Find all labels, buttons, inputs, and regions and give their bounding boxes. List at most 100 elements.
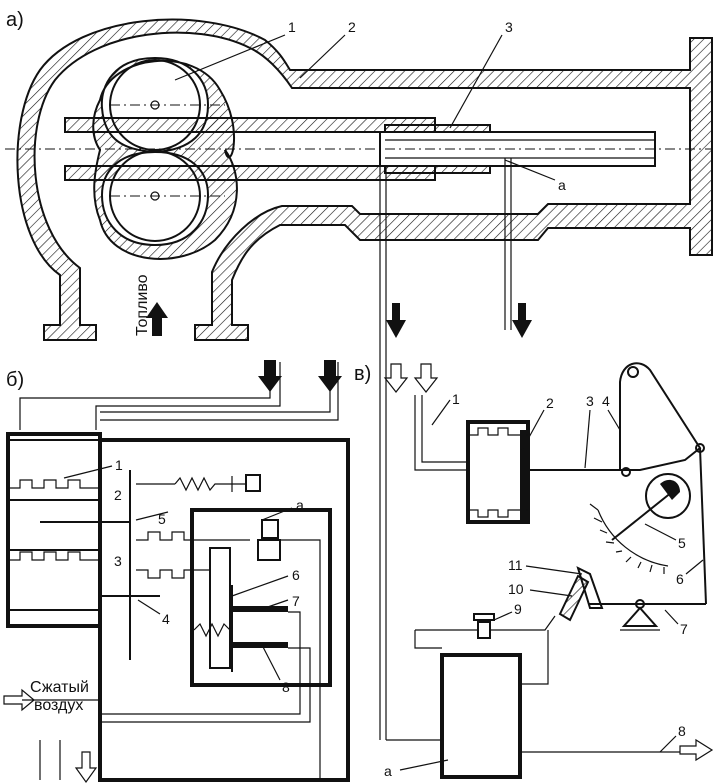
gov-out-line-3 — [100, 647, 311, 723]
linkage-throttle-9 — [477, 621, 491, 639]
linkage-callout-7: 7 — [680, 621, 688, 637]
unit-a-link — [520, 630, 549, 685]
linkage-rod-6 — [699, 447, 707, 605]
linkage-leader-4 — [607, 409, 621, 431]
bracket-pivot-top — [627, 366, 639, 378]
panel-v-linkage: в) 1 2 3 4 5 6 — [354, 362, 714, 779]
valve-spring — [193, 622, 231, 638]
pump-callout-a: а — [558, 177, 566, 193]
panel-a-label: а) — [6, 9, 24, 31]
linkage-callout-1: 1 — [452, 391, 460, 407]
linkage-callout-6: 6 — [676, 571, 684, 587]
linkage-callout-2: 2 — [546, 395, 554, 411]
air-inlet-arrow — [3, 688, 35, 712]
valve-port-a — [261, 519, 279, 539]
linkage-leader-11 — [525, 565, 583, 575]
fuel-inlet-label: Топливо — [134, 274, 151, 336]
fuel-inlet-arrow — [146, 302, 168, 336]
pump-housing — [16, 18, 713, 341]
gov-out-line-2 — [100, 611, 301, 715]
slider-teeth-lower — [136, 569, 210, 579]
pressure-arrow-2 — [512, 303, 532, 338]
gov-callout-6: 6 — [292, 567, 300, 583]
line-in-2 — [100, 362, 331, 413]
diaphragm-7 — [232, 606, 288, 612]
pump-callout-2: 2 — [348, 19, 356, 35]
bellows-stack — [6, 432, 102, 628]
panel-b-label: б) — [6, 369, 24, 391]
slider-teeth-upper — [136, 531, 250, 541]
bracket-pivot-bottom — [621, 467, 631, 477]
linkage-bellows — [466, 420, 530, 524]
linkage-bellows-bottom-teeth — [468, 509, 528, 518]
linkage-leader-a — [399, 759, 449, 771]
bellows-upper-teeth — [8, 479, 100, 489]
governor-in-arrow-1 — [258, 360, 282, 392]
linkage-in-arrow-1 — [383, 363, 409, 393]
linkage-output-arrow — [679, 738, 714, 762]
linkage-leader-8 — [659, 735, 677, 753]
bellows-lower — [7, 549, 101, 611]
gov-leader-a — [261, 507, 293, 521]
linkage-leader-3 — [584, 409, 591, 469]
gauge-hub — [660, 479, 680, 500]
gov-leader-1 — [63, 465, 113, 479]
gov-callout-7: 7 — [292, 593, 300, 609]
gov-leader-6 — [231, 575, 289, 597]
linkage-leader-10 — [529, 589, 573, 597]
panel-b-governor: б) — [3, 360, 350, 784]
linkage-bellows-top-teeth — [468, 427, 528, 436]
gov-out-line-1 — [280, 539, 321, 780]
panel-v-label: в) — [354, 363, 371, 385]
gauge-needle — [611, 491, 673, 541]
line-in-1b — [95, 362, 281, 430]
gov-callout-1: 1 — [115, 457, 123, 473]
linkage-line-9b — [490, 615, 556, 631]
linkage-unit-a — [440, 653, 522, 779]
linkage-callout-10: 10 — [508, 581, 524, 597]
air-label-line1: Сжатый — [30, 679, 89, 696]
valve-body — [190, 508, 332, 687]
linkage-leader-1 — [431, 399, 451, 426]
lever-7-fulcrum — [621, 606, 659, 627]
callout-2-leader — [299, 34, 346, 79]
gov-callout-4: 4 — [162, 611, 170, 627]
callout-a-leader — [504, 159, 556, 181]
valve-seat — [257, 539, 281, 561]
pressure-arrow-1 — [386, 303, 406, 338]
linkage-leader-6 — [685, 559, 704, 575]
linkage-callout-11: 11 — [508, 557, 523, 573]
unit-a-feed — [414, 630, 442, 649]
pump-callout-1: 1 — [288, 19, 296, 35]
linkage-bracket-4 — [619, 362, 702, 471]
callout-1-leader — [174, 34, 286, 81]
gauge-scale-arc — [597, 509, 669, 567]
linkage-callout-9: 9 — [514, 601, 522, 617]
throttle-9-cap — [473, 613, 495, 621]
spring-5 — [174, 476, 245, 492]
air-label-line2: воздух — [34, 697, 83, 714]
linkage-line-1 — [414, 395, 468, 471]
linkage-line-1b — [421, 395, 468, 463]
linkage-in-arrow-2 — [413, 363, 439, 393]
panel-a-pump-section: а) 1 2 3 а Топливо — [5, 9, 713, 740]
gauge-5 — [645, 473, 691, 519]
linkage-callout-a: а — [384, 763, 392, 779]
gov-callout-a: а — [296, 497, 304, 513]
linkage-leader-9 — [493, 611, 513, 621]
pump-callout-3: 3 — [505, 19, 513, 35]
linkage-bellows-plate — [520, 430, 526, 520]
gov-leader-5 — [135, 511, 169, 521]
gauge-ticks — [589, 503, 665, 574]
bellows-lower-teeth — [8, 551, 100, 561]
valve-stem — [209, 547, 231, 669]
gov-leader-8 — [261, 644, 281, 681]
drain-arrow — [74, 751, 98, 784]
linkage-leader-2 — [521, 409, 545, 451]
linkage-callout-8: 8 — [678, 723, 686, 739]
callout-3-leader — [449, 34, 503, 129]
linkage-callout-3: 3 — [586, 393, 594, 409]
linkage-valve-11 — [576, 566, 604, 609]
gov-leader-4 — [137, 599, 161, 615]
